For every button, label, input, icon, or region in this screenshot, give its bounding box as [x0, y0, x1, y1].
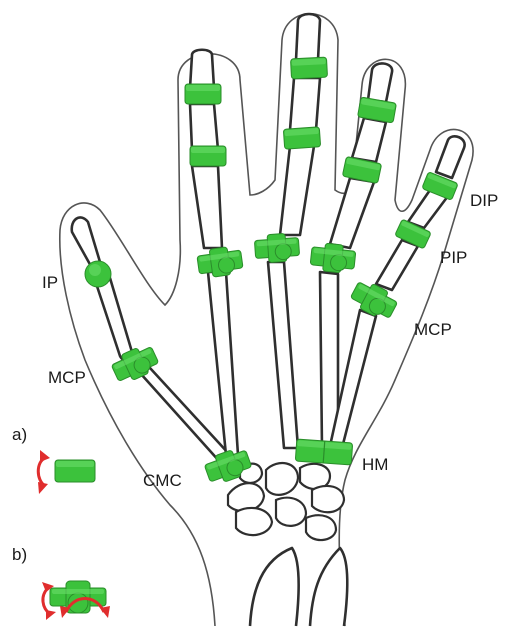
- index-mcp-joint: [196, 245, 243, 279]
- thumb-ip-joint: [85, 261, 111, 287]
- middle-pip-joint: [283, 127, 320, 149]
- index-dip-joint: [185, 84, 221, 104]
- universal-joint-legend-icon: [50, 581, 106, 613]
- carpal-bones: [228, 463, 344, 540]
- forearm-bones: [250, 548, 347, 626]
- legend-a: a): [12, 425, 95, 494]
- legend-b-label: b): [12, 545, 27, 564]
- label-ip: IP: [42, 273, 58, 292]
- label-mcp-thumb: MCP: [48, 368, 86, 387]
- hm-joint: [295, 439, 352, 465]
- middle-mcp-joint: [254, 232, 300, 263]
- legend-a-label: a): [12, 425, 27, 444]
- label-pip: PIP: [440, 248, 467, 267]
- middle-dip-joint: [291, 57, 328, 79]
- label-cmc: CMC: [143, 471, 182, 490]
- label-dip: DIP: [470, 191, 498, 210]
- legend-b: b): [12, 545, 110, 620]
- rotation-arrow-icon: [38, 450, 50, 494]
- index-pip-joint: [190, 146, 226, 166]
- label-mcp-finger: MCP: [414, 320, 452, 339]
- label-hm: HM: [362, 455, 388, 474]
- hinge-joint-legend-icon: [55, 460, 95, 482]
